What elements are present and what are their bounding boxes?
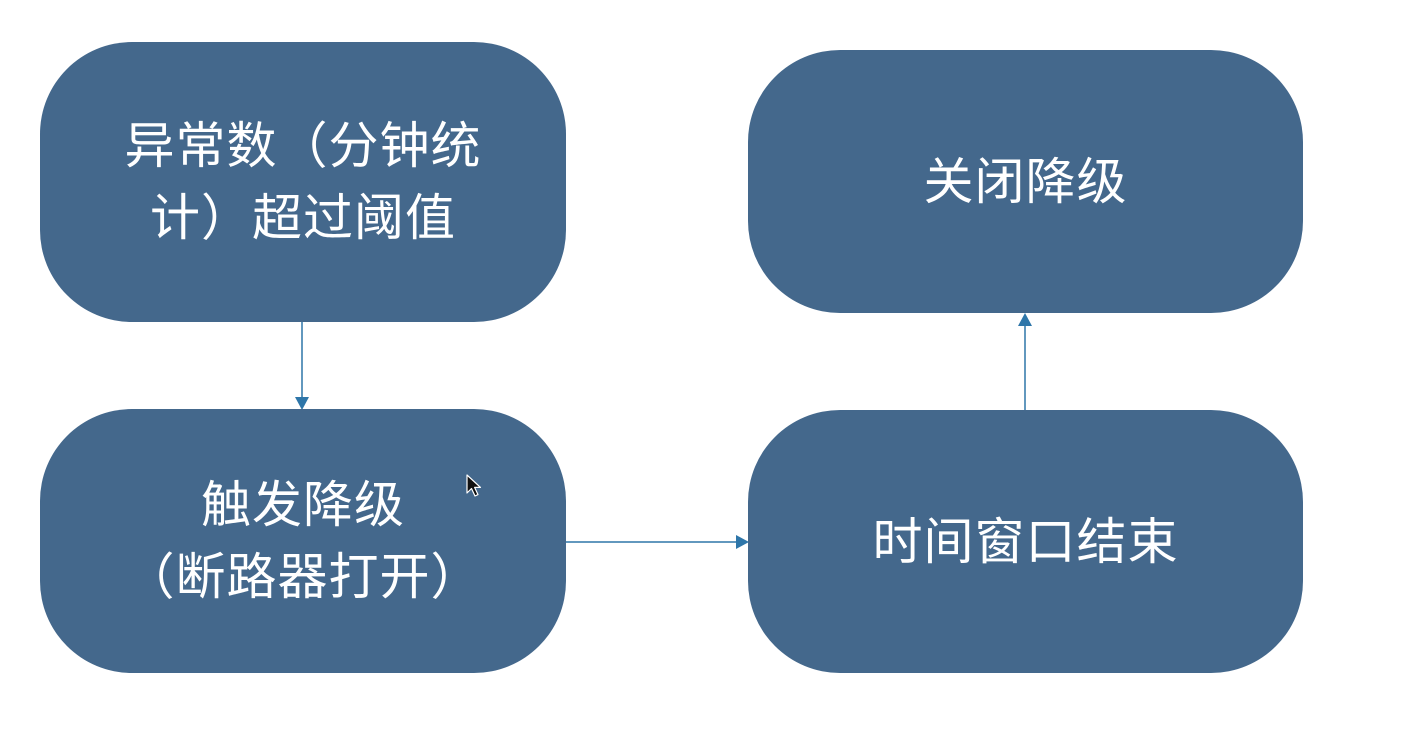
node-anomaly-threshold[interactable]: 异常数（分钟统 计）超过阈值 (40, 42, 566, 322)
node-label: 时间窗口结束 (872, 512, 1179, 571)
node-label: 触发降级 （断路器打开） (124, 476, 482, 606)
edge-anomaly-to-trigger (295, 322, 309, 410)
edge-window-end-to-close (1018, 313, 1032, 410)
node-label: 关闭降级 (923, 152, 1128, 211)
mouse-pointer-icon (466, 474, 482, 497)
node-label: 异常数（分钟统 计）超过阈值 (124, 117, 482, 247)
node-close-degradation[interactable]: 关闭降级 (748, 50, 1303, 313)
node-trigger-degradation[interactable]: 触发降级 （断路器打开） (40, 409, 566, 673)
node-time-window-end[interactable]: 时间窗口结束 (748, 410, 1303, 673)
edge-trigger-to-window-end (566, 535, 749, 549)
